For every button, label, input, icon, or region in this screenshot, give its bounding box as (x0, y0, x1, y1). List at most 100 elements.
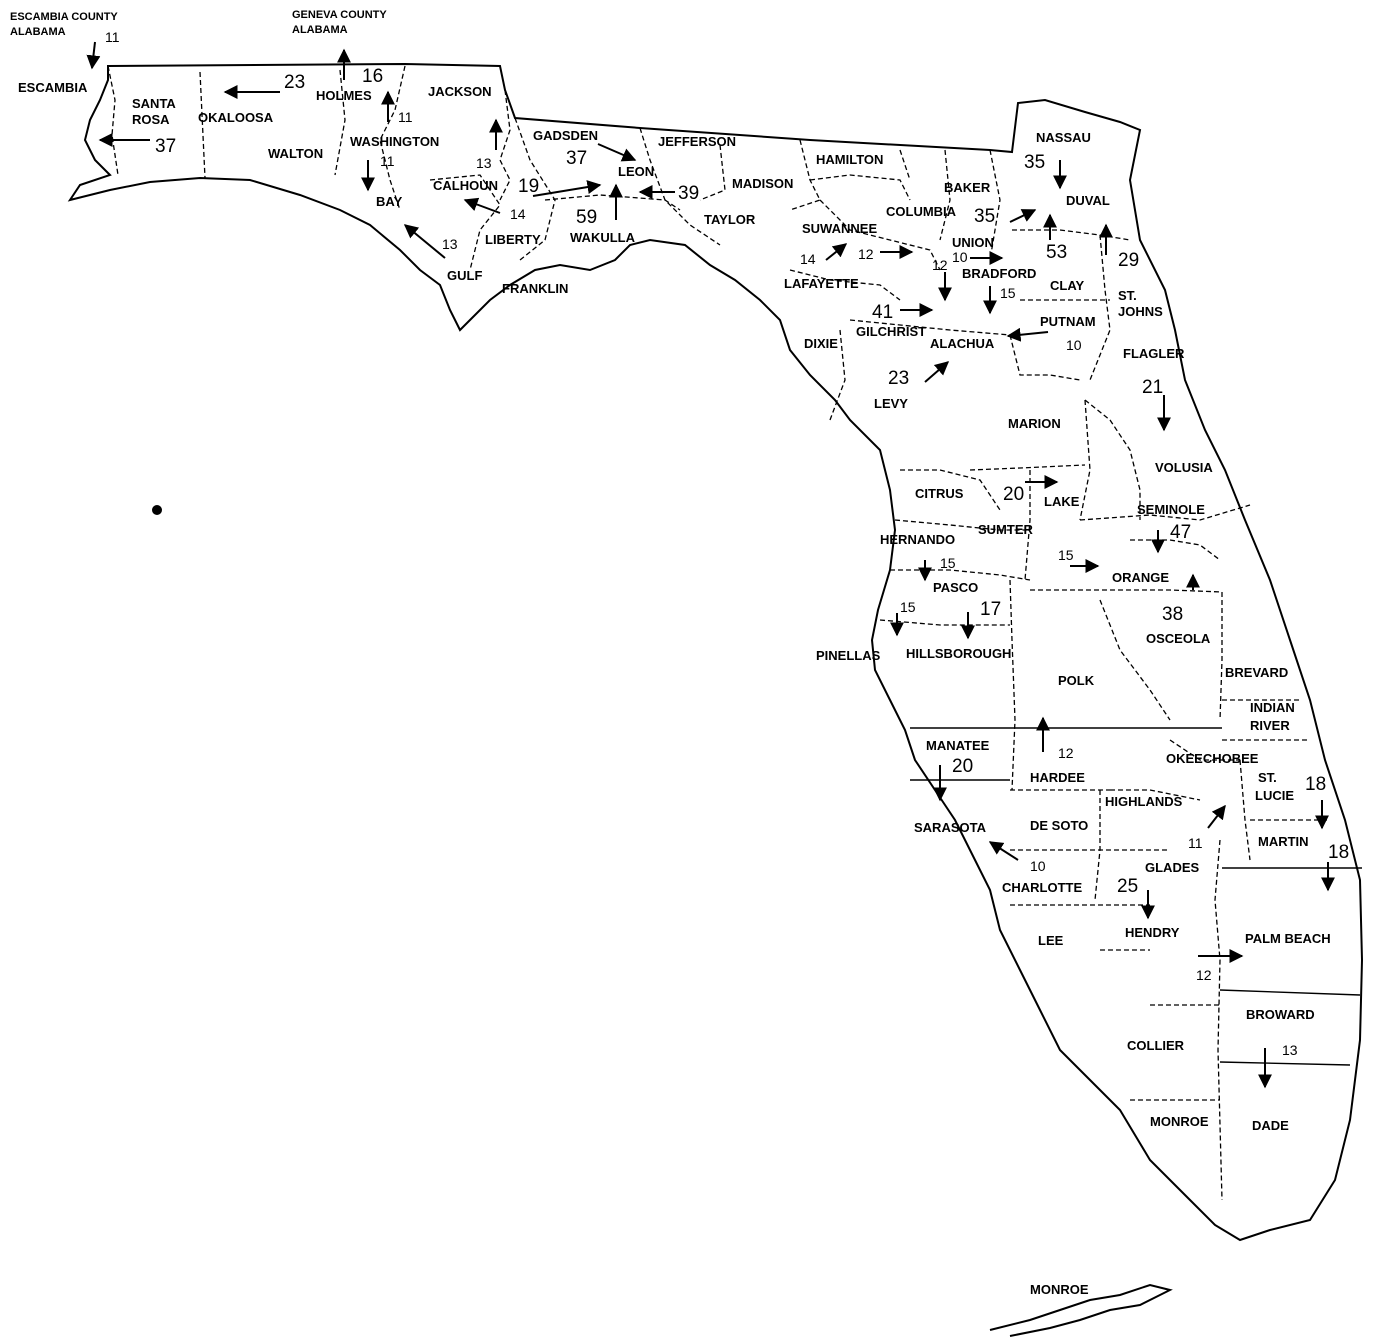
flow-value: 21 (1142, 377, 1163, 398)
flow-value: 35 (1024, 152, 1045, 173)
county-label: FLAGLER (1123, 346, 1185, 361)
county-label: DADE (1252, 1118, 1289, 1133)
county-label: CHARLOTTE (1002, 880, 1082, 895)
county-label: MONROE (1150, 1114, 1209, 1129)
external-labels: ESCAMBIA COUNTY ALABAMA GENEVA COUNTY AL… (10, 9, 387, 38)
flow-value: 12 (1058, 745, 1074, 761)
flow-value: 39 (678, 183, 699, 204)
county-label: OKEECHOBEE (1166, 751, 1259, 766)
flow-value: 14 (510, 206, 526, 222)
county-label: WALTON (268, 146, 323, 161)
county-label: HOLMES (316, 88, 372, 103)
flow-value: 25 (1117, 876, 1138, 897)
county-label: LEON (618, 164, 654, 179)
county-label: ST. (1258, 770, 1277, 785)
flow-value: 29 (1118, 250, 1139, 271)
county-label: HIGHLANDS (1105, 794, 1183, 809)
county-label: ALACHUA (930, 336, 995, 351)
county-label: RIVER (1250, 718, 1290, 733)
county-label: POLK (1058, 673, 1095, 688)
county-label: ROSA (132, 112, 170, 127)
flow-value: 11 (105, 29, 120, 45)
county-label: CLAY (1050, 278, 1085, 293)
county-label: DUVAL (1066, 193, 1110, 208)
county-label: SUWANNEE (802, 221, 877, 236)
county-label: GULF (447, 268, 482, 283)
county-label: WASHINGTON (350, 134, 439, 149)
county-label: JOHNS (1118, 304, 1163, 319)
flow-value: 20 (1003, 484, 1024, 505)
county-label: MARTIN (1258, 834, 1309, 849)
county-label: JEFFERSON (658, 134, 736, 149)
florida-keys (989, 1283, 1173, 1337)
flow-value: 13 (476, 155, 492, 171)
county-label: MONROE (1030, 1282, 1089, 1297)
flow-value: 13 (442, 236, 458, 252)
flow-value: 19 (518, 176, 539, 197)
county-label: MARION (1008, 416, 1061, 431)
county-label: GLADES (1145, 860, 1200, 875)
county-label: FRANKLIN (502, 281, 568, 296)
flow-value: 35 (974, 206, 995, 227)
flow-arrows (86, 41, 1335, 1089)
county-label: CITRUS (915, 486, 964, 501)
county-label: OKALOOSA (198, 110, 274, 125)
county-label: DIXIE (804, 336, 838, 351)
county-label: HENDRY (1125, 925, 1180, 940)
flow-value: 38 (1162, 604, 1183, 625)
flow-value: 15 (940, 555, 956, 571)
flow-value: 18 (1328, 842, 1349, 863)
county-labels: ESCAMBIA SANTA ROSA OKALOOSA WALTON HOLM… (18, 80, 1331, 1297)
county-label: LAKE (1044, 494, 1080, 509)
external-label: ESCAMBIA COUNTY (10, 11, 118, 23)
flow-value: 13 (1282, 1042, 1298, 1058)
county-label: LEVY (874, 396, 908, 411)
county-label: SUMTER (978, 522, 1034, 537)
county-label: BAY (376, 194, 403, 209)
county-label: BRADFORD (962, 266, 1036, 281)
flow-value: 37 (155, 136, 176, 157)
flow-value: 15 (1058, 547, 1074, 563)
county-label: OSCEOLA (1146, 631, 1211, 646)
county-label: NASSAU (1036, 130, 1091, 145)
flow-value: 47 (1170, 522, 1191, 543)
county-label: ST. (1118, 288, 1137, 303)
county-label: LUCIE (1255, 788, 1294, 803)
county-label: SEMINOLE (1137, 502, 1205, 517)
county-label: COLLIER (1127, 1038, 1185, 1053)
flow-value: 15 (900, 599, 916, 615)
flow-value: 12 (858, 246, 874, 262)
county-label: VOLUSIA (1155, 460, 1213, 475)
flow-value: 53 (1046, 242, 1067, 263)
flow-value: 14 (800, 251, 816, 267)
flow-value: 11 (380, 153, 395, 169)
county-label: TAYLOR (704, 212, 756, 227)
flow-value: 10 (1030, 858, 1046, 874)
county-label: HAMILTON (816, 152, 883, 167)
flow-value: 41 (872, 302, 893, 323)
county-label: PASCO (933, 580, 978, 595)
flow-value: 12 (932, 257, 948, 273)
county-boundaries (107, 65, 1330, 1201)
external-label: ALABAMA (292, 24, 348, 36)
county-label: LIBERTY (485, 232, 541, 247)
external-label: ALABAMA (10, 26, 66, 38)
county-label: LEE (1038, 933, 1064, 948)
county-label: BROWARD (1246, 1007, 1315, 1022)
county-label: CALHOUN (433, 178, 498, 193)
county-label: MANATEE (926, 738, 990, 753)
flow-value: 12 (1196, 967, 1212, 983)
county-label: ORANGE (1112, 570, 1169, 585)
county-label: MADISON (732, 176, 793, 191)
flow-value: 11 (398, 109, 413, 125)
county-label: LAFAYETTE (784, 276, 859, 291)
county-label: PALM BEACH (1245, 931, 1331, 946)
county-label: JACKSON (428, 84, 492, 99)
county-label: SANTA (132, 96, 176, 111)
county-label: WAKULLA (570, 230, 636, 245)
county-label: GILCHRIST (856, 324, 926, 339)
county-label: HILLSBOROUGH (906, 646, 1011, 661)
flow-value: 18 (1305, 774, 1326, 795)
county-solid-lines (910, 727, 1362, 1066)
